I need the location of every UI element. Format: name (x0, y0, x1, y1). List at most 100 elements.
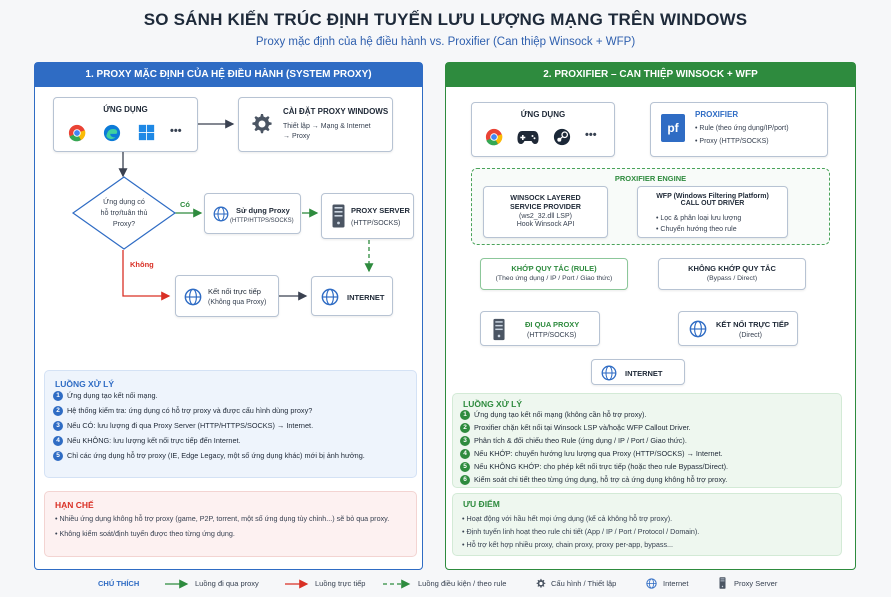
legend-direct-flow-line (285, 579, 309, 589)
legend-proxy-flow: Luồng đi qua proxy (195, 579, 259, 588)
proxifier-engine-container (471, 168, 830, 245)
direct-title: Kết nối trực tiếp (208, 287, 261, 296)
match-sub: (Theo ứng dụng / IP / Port / Giao thức) (495, 275, 613, 282)
limits-heading: HẠN CHẾ (55, 500, 94, 510)
globe-icon (213, 206, 229, 222)
proxifier-box: pf PROXIFIER • Rule (theo ứng dụng/IP/po… (650, 102, 828, 157)
pros-item: • Hỗ trợ kết hợp nhiều proxy, chain prox… (462, 540, 674, 549)
winsock-lsp-box: WINSOCK LAYERED SERVICE PROVIDER (ws2_32… (483, 186, 608, 238)
direct-connection-box: Kết nối trực tiếp (Không qua Proxy) (175, 275, 279, 317)
right-direct-sub: (Direct) (739, 332, 762, 339)
wfp-line3: • Lọc & phân loại lưu lượng (656, 215, 742, 222)
proxy-server-title: PROXY SERVER (351, 206, 410, 215)
left-internet-label: INTERNET (347, 293, 385, 302)
via-proxy-sub: (HTTP/SOCKS) (527, 332, 577, 339)
proxifier-title: PROXIFIER (695, 110, 739, 119)
right-flow-heading: LUỒNG XỬ LÝ (463, 399, 522, 409)
right-direct-title: KẾT NỐI TRỰC TIẾP (716, 320, 789, 329)
wfp-callout-driver-box: WFP (Windows Filtering Platform) CALL OU… (637, 186, 788, 238)
right-app-title: ỨNG DỤNG (520, 110, 566, 119)
via-proxy-box: ĐI QUA PROXY (HTTP/SOCKS) (480, 311, 600, 346)
wfp-line4: • Chuyển hướng theo rule (656, 226, 737, 233)
left-app-title: ỨNG DỤNG (103, 105, 148, 114)
settings-path-line1: Thiết lập → Mạng & Internet (283, 123, 371, 130)
edge-icon (103, 124, 121, 142)
wfp-line2: CALL OUT DRIVER (680, 200, 745, 207)
server-icon (719, 577, 726, 589)
proxy-server-box: PROXY SERVER (HTTP/SOCKS) (321, 193, 414, 239)
settings-path-line2: → Proxy (283, 133, 310, 140)
decision-line3: Proxy? (112, 219, 136, 228)
proxy-server-sub: (HTTP/SOCKS) (351, 220, 401, 227)
chrome-icon (485, 128, 503, 146)
use-proxy-sub: (HTTP/HTTPS/SOCKS) (230, 218, 294, 224)
legend-heading: CHÚ THÍCH (98, 579, 140, 588)
globe-icon (321, 288, 339, 306)
more-apps-icon: ••• (585, 129, 597, 141)
right-internet-box: INTERNET (591, 359, 685, 385)
globe-icon (601, 365, 617, 381)
proxifier-logo: pf (661, 114, 685, 142)
right-panel-heading: 2. PROXIFIER – CAN THIỆP WINSOCK + WFP (446, 63, 855, 87)
legend-internet: Internet (663, 579, 689, 588)
chrome-icon (68, 124, 86, 142)
legend-proxy-flow-line (165, 579, 189, 589)
match-rule-box: KHỚP QUY TẮC (RULE) (Theo ứng dụng / IP … (480, 258, 628, 290)
nomatch-title: KHÔNG KHỚP QUY TẮC (688, 264, 776, 273)
lsp-line4: Hook Winsock API (516, 221, 575, 228)
pros-item: • Định tuyến linh hoạt theo rule chi tiế… (462, 527, 700, 536)
lsp-line3: (ws2_32.dll LSP) (519, 213, 572, 220)
no-match-rule-box: KHÔNG KHỚP QUY TẮC (Bypass / Direct) (658, 258, 806, 290)
limit-item: • Nhiều ứng dụng không hỗ trợ proxy (gam… (55, 514, 390, 523)
nomatch-sub: (Bypass / Direct) (706, 275, 758, 282)
no-label: Không (130, 260, 154, 269)
right-internet-label: INTERNET (625, 369, 663, 378)
globe-icon (689, 320, 707, 338)
more-apps-icon: ••• (170, 125, 182, 137)
windows-proxy-settings-box: CÀI ĐẶT PROXY WINDOWS Thiết lập → Mạng &… (238, 97, 393, 152)
left-flow-heading: LUỒNG XỬ LÝ (55, 379, 114, 389)
proxifier-proxy-line: • Proxy (HTTP/SOCKS) (695, 138, 769, 145)
use-proxy-title: Sử dụng Proxy (236, 206, 290, 215)
left-internet-box: INTERNET (311, 276, 393, 316)
decision-line2: hỗ trợ/tuân thủ (100, 208, 148, 217)
gear-icon (252, 114, 272, 134)
pros-heading: ƯU ĐIỂM (463, 499, 500, 509)
pros-item: • Hoạt động với hầu hết mọi ứng dụng (kể… (462, 514, 673, 523)
proxifier-engine-label: PROXIFIER ENGINE (614, 174, 687, 183)
page-subtitle: Proxy mặc định của hệ điều hành vs. Prox… (255, 36, 636, 48)
lsp-line2: SERVICE PROVIDER (510, 202, 581, 211)
yes-label: Có (180, 200, 190, 209)
right-pros-section: ƯU ĐIỂM (452, 493, 842, 556)
direct-sub: (Không qua Proxy) (208, 299, 267, 306)
right-direct-box: KẾT NỐI TRỰC TIẾP (Direct) (678, 311, 798, 346)
legend-settings: Cấu hình / Thiết lập (551, 579, 617, 588)
server-icon (493, 318, 505, 341)
settings-title: CÀI ĐẶT PROXY WINDOWS (283, 107, 389, 116)
left-app-box: ỨNG DỤNG ••• (53, 97, 198, 152)
wfp-line1: WFP (Windows Filtering Platform) (656, 193, 769, 200)
left-panel-heading: 1. PROXY MẶC ĐỊNH CỦA HỆ ĐIỀU HÀNH (SYST… (35, 63, 422, 87)
steam-icon (553, 128, 571, 146)
globe-icon (184, 288, 202, 306)
gamepad-icon (517, 131, 539, 144)
proxifier-rule-line: • Rule (theo ứng dụng/IP/port) (695, 125, 789, 132)
right-app-box: ỨNG DỤNG ••• (471, 102, 615, 157)
server-icon (332, 204, 345, 228)
legend-proxy-server: Proxy Server (734, 579, 778, 588)
left-flow-section: LUỒNG XỬ LÝ (44, 370, 417, 478)
match-title: KHỚP QUY TẮC (RULE) (511, 264, 597, 273)
via-proxy-title: ĐI QUA PROXY (525, 320, 580, 329)
legend-conditional-flow: Luồng điều kiện / theo rule (418, 579, 507, 588)
